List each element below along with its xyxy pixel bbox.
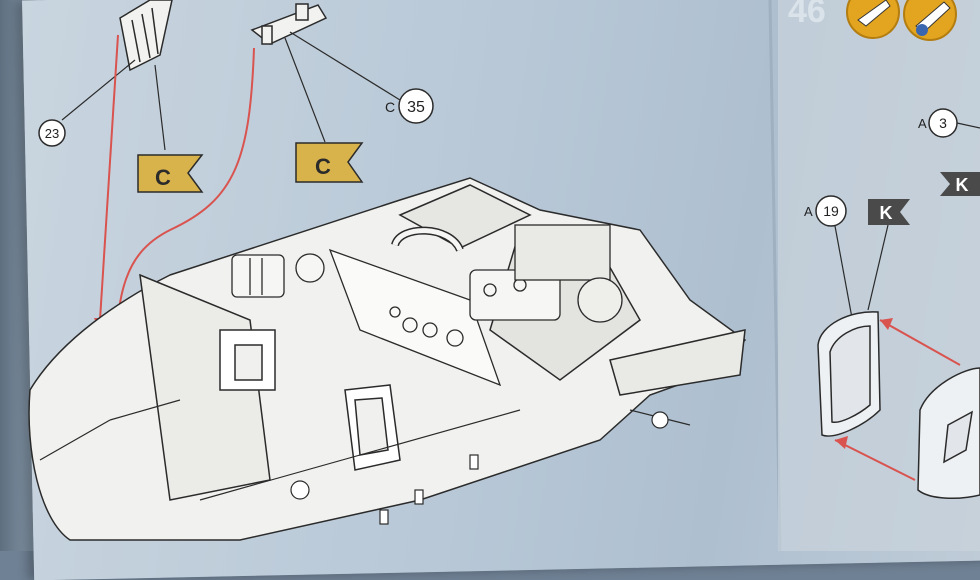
flag-c-left: C — [137, 154, 204, 193]
flag-c-right-letter: C — [315, 154, 331, 179]
callout-a19-letter: A — [804, 204, 813, 219]
flag-k-top-letter: K — [956, 175, 969, 195]
callout-a3-letter: A — [918, 116, 927, 131]
bracket-part — [250, 3, 328, 45]
flag-c-left-letter: C — [155, 165, 171, 190]
flag-c-right: C — [295, 142, 364, 183]
callout-a19-number: 19 — [823, 203, 839, 219]
callout-c35-letter: C — [385, 99, 395, 115]
callout-23-number: 23 — [45, 126, 59, 141]
callout-c35-number: 35 — [407, 99, 425, 116]
assembly-illustration: 46 23 C C 35 C — [28, 0, 980, 551]
paint-badge-1 — [846, 0, 900, 39]
dashboard — [328, 248, 502, 387]
vehicle-hull — [28, 177, 747, 541]
headlight — [231, 253, 325, 298]
flag-k-mid: K — [868, 199, 910, 225]
flag-k-mid-letter: K — [880, 203, 893, 223]
flag-k-top: K — [940, 172, 980, 196]
step-number: 46 — [788, 0, 826, 30]
engine — [391, 224, 623, 323]
jerrycan-part-right — [917, 367, 980, 500]
callout-23: 23 — [38, 119, 66, 147]
paint-badge-2 — [903, 0, 957, 41]
grille-part — [119, 0, 173, 72]
callout-a3-number: 3 — [939, 115, 947, 131]
hull-details — [39, 399, 691, 525]
callout-a3: A 3 — [918, 108, 980, 138]
callout-a19: A 19 — [804, 195, 847, 227]
seats — [219, 329, 401, 471]
callout-c35: C 35 — [385, 88, 434, 124]
jerrycan-part-left — [817, 311, 881, 437]
